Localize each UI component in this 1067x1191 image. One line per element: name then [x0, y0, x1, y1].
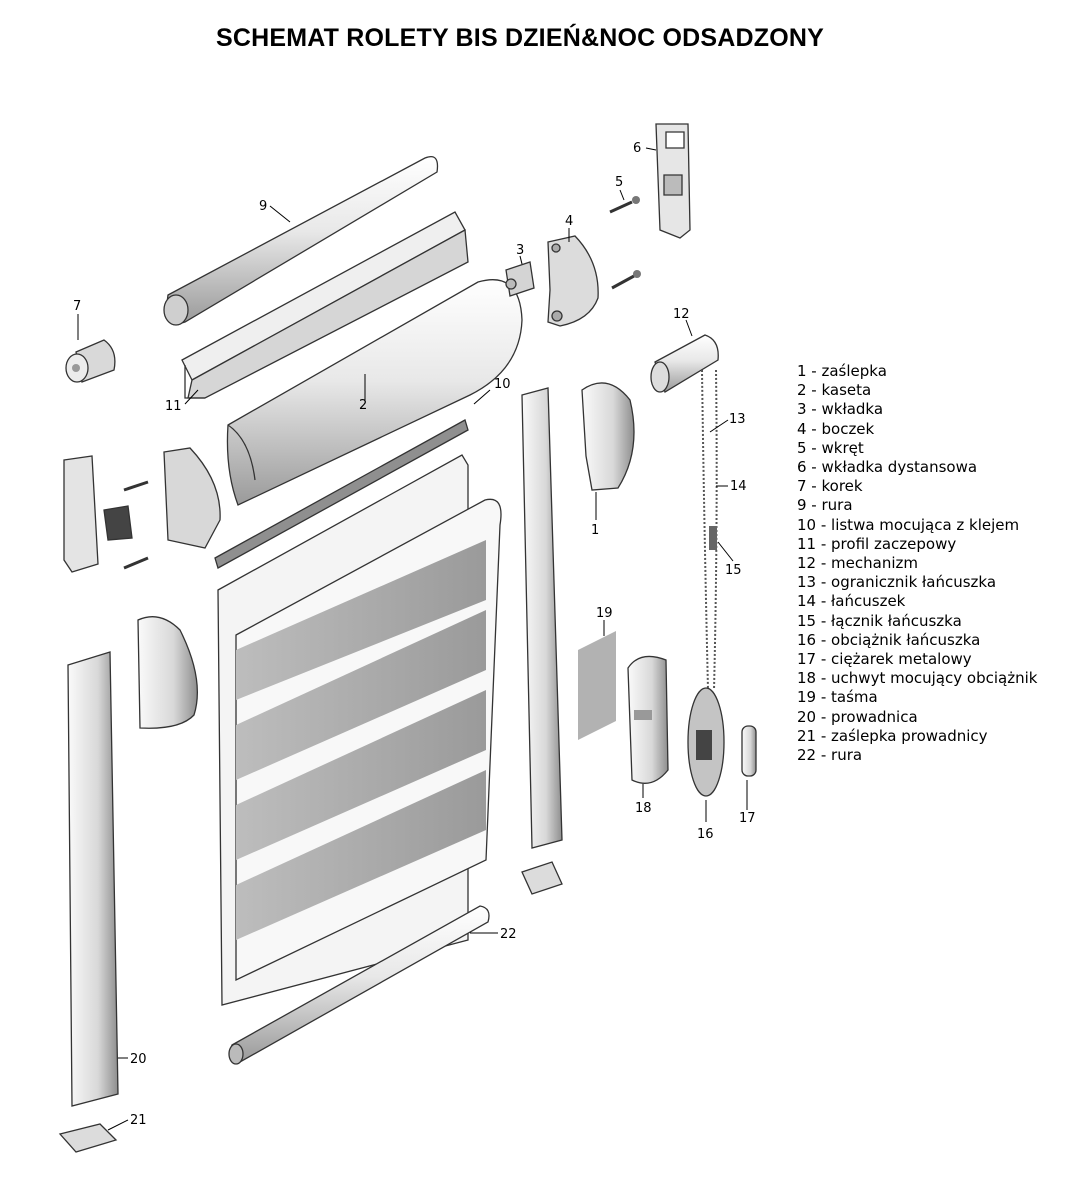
legend-item: 11 - profil zaczepowy — [797, 534, 957, 553]
label-14: 14 — [730, 479, 747, 494]
label-22: 22 — [500, 927, 517, 942]
label-3: 3 — [516, 243, 524, 258]
label-18: 18 — [635, 801, 652, 816]
label-17: 17 — [739, 811, 756, 826]
blind-fabric-panel — [217, 454, 502, 1006]
part-number-labels: 9 2 11 10 7 3 4 5 6 12 13 14 15 1 19 18 … — [73, 141, 756, 1128]
legend-item: 9 - rura — [797, 496, 853, 515]
part-5-screws — [609, 196, 641, 290]
label-16: 16 — [697, 827, 714, 842]
legend-item: 4 - boczek — [797, 419, 875, 438]
legend-item: 6 - wkładka dystansowa — [797, 458, 978, 477]
part-21-rail-end-cap — [58, 1123, 118, 1153]
part-14-chain — [701, 369, 718, 691]
label-20: 20 — [130, 1052, 147, 1067]
label-11: 11 — [165, 399, 182, 414]
legend-item: 22 - rura — [797, 746, 863, 765]
label-12: 12 — [673, 307, 690, 322]
legend-item: 16 - obciążnik łańcuszka — [797, 630, 981, 649]
leader-lines — [77, 147, 748, 1131]
part-10-mounting-strip — [214, 419, 469, 569]
part-18-weight-holder — [627, 655, 669, 784]
legend-item: 1 - zaślepka — [797, 362, 887, 380]
legend-item: 17 - ciężarek metalowy — [797, 650, 972, 669]
part-17-metal-weight — [741, 725, 757, 777]
part-12-mechanism — [650, 334, 719, 393]
part-7-plug — [65, 339, 116, 383]
label-10: 10 — [494, 377, 511, 392]
legend-item: 14 - łańcuszek — [797, 592, 906, 611]
parts-legend: 1 - zaślepka 2 - kaseta 3 - wkładka 4 - … — [797, 362, 1037, 765]
part-6-spacer — [655, 123, 691, 239]
legend-item: 2 - kaseta — [797, 381, 872, 400]
part-16-chain-weight — [687, 687, 725, 797]
legend-item: 5 - wkręt — [797, 438, 864, 457]
part-1-end-cap — [581, 382, 635, 491]
part-9-tube — [163, 155, 439, 326]
part-3-insert — [505, 261, 535, 297]
part-11-hook-profile — [181, 211, 469, 399]
legend-item: 15 - łącznik łańcuszka — [797, 611, 962, 630]
diagram-title: SCHEMAT ROLETY BIS DZIEŃ&NOC ODSADZONY — [215, 24, 825, 52]
part-20-guide-rail — [67, 651, 119, 1107]
label-19: 19 — [596, 606, 613, 621]
part-19-tape — [578, 631, 616, 740]
legend-item: 21 - zaślepka prowadnicy — [797, 726, 988, 745]
label-9: 9 — [259, 199, 267, 214]
left-end-cap-assembly — [63, 447, 221, 573]
label-13: 13 — [729, 412, 746, 427]
label-5: 5 — [615, 175, 623, 190]
label-6: 6 — [633, 141, 641, 156]
part-22-bottom-tube — [228, 905, 490, 1065]
label-4: 4 — [565, 214, 573, 229]
legend-item: 7 - korek — [797, 477, 863, 496]
legend-item: 18 - uchwyt mocujący obciążnik — [797, 669, 1038, 688]
part-4-side-bracket — [547, 235, 599, 327]
left-cap-cover — [137, 616, 199, 729]
label-21: 21 — [130, 1113, 147, 1128]
right-guide-rail — [521, 387, 563, 895]
label-1: 1 — [591, 523, 599, 538]
legend-item: 20 - prowadnica — [797, 707, 918, 726]
legend-item: 10 - listwa mocująca z klejem — [797, 515, 1020, 534]
legend-item: 3 - wkładka — [797, 400, 884, 419]
legend-item: 12 - mechanizm — [797, 554, 918, 573]
label-2: 2 — [359, 398, 367, 413]
label-7: 7 — [73, 299, 81, 314]
legend-item: 13 - ogranicznik łańcuszka — [797, 573, 997, 592]
label-15: 15 — [725, 563, 742, 578]
legend-item: 19 - taśma — [797, 688, 878, 707]
